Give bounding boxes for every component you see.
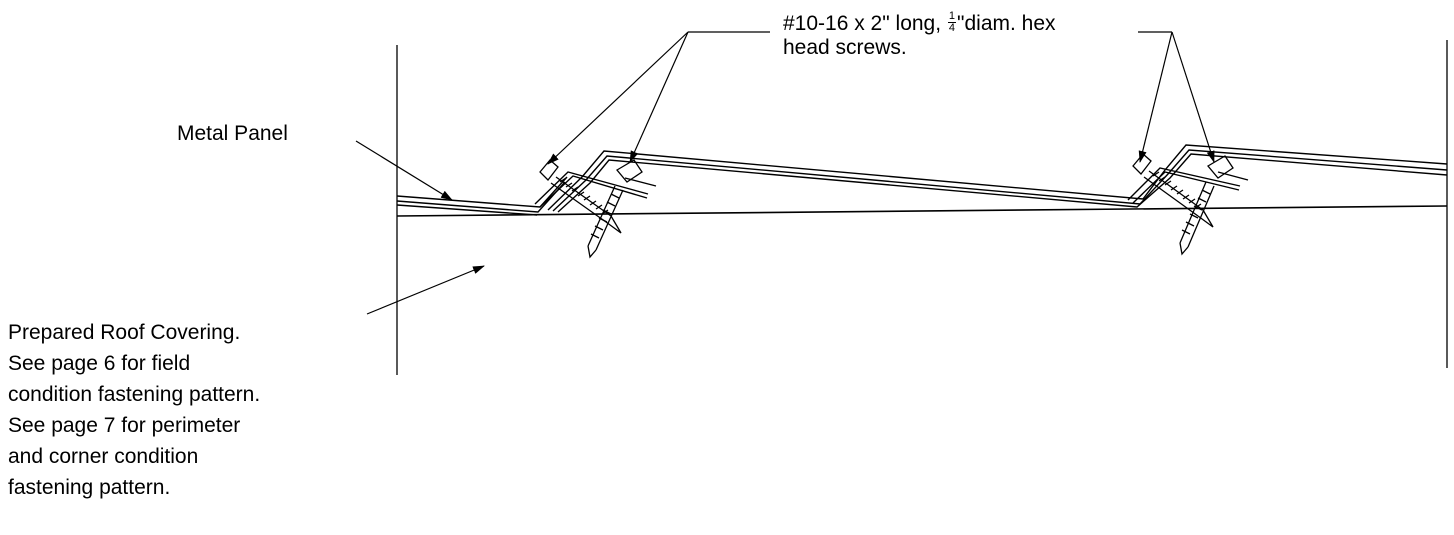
fraction-numerator: 1: [947, 9, 957, 23]
roof-covering-label: Prepared Roof Covering. See page 6 for f…: [8, 317, 260, 503]
screw-spec-text: #10-16 x 2" long,: [783, 12, 947, 35]
metal-panel-leader: [355, 140, 453, 201]
fraction-denominator: 4: [948, 21, 956, 34]
roof-covering-line-2: See page 6 for field: [8, 352, 191, 375]
roof-covering-line: [396, 205, 1448, 217]
hex-screw-left-a: [539, 159, 622, 234]
roof-covering-line-4: See page 7 for perimeter: [8, 414, 241, 437]
roof-covering-line-5: and corner condition: [8, 445, 199, 468]
roof-covering-line-6: fastening pattern.: [8, 476, 171, 499]
hex-screw-left-b: [587, 159, 643, 259]
screw-leader-lines: [547, 31, 1215, 165]
roof-covering-line-1: Prepared Roof Covering.: [8, 321, 241, 344]
hex-screw-right-b: [1179, 155, 1234, 256]
roof-covering-leader: [366, 265, 485, 315]
hex-screw-right-a: [1132, 153, 1214, 228]
screw-callout-line-2: head screws.: [783, 36, 907, 59]
roof-covering-line-3: condition fastening pattern.: [8, 383, 261, 406]
metal-panel-profile: [396, 144, 1448, 216]
screw-diameter-text: "diam. hex: [957, 12, 1056, 35]
metal-panel-label: Metal Panel: [177, 122, 288, 145]
